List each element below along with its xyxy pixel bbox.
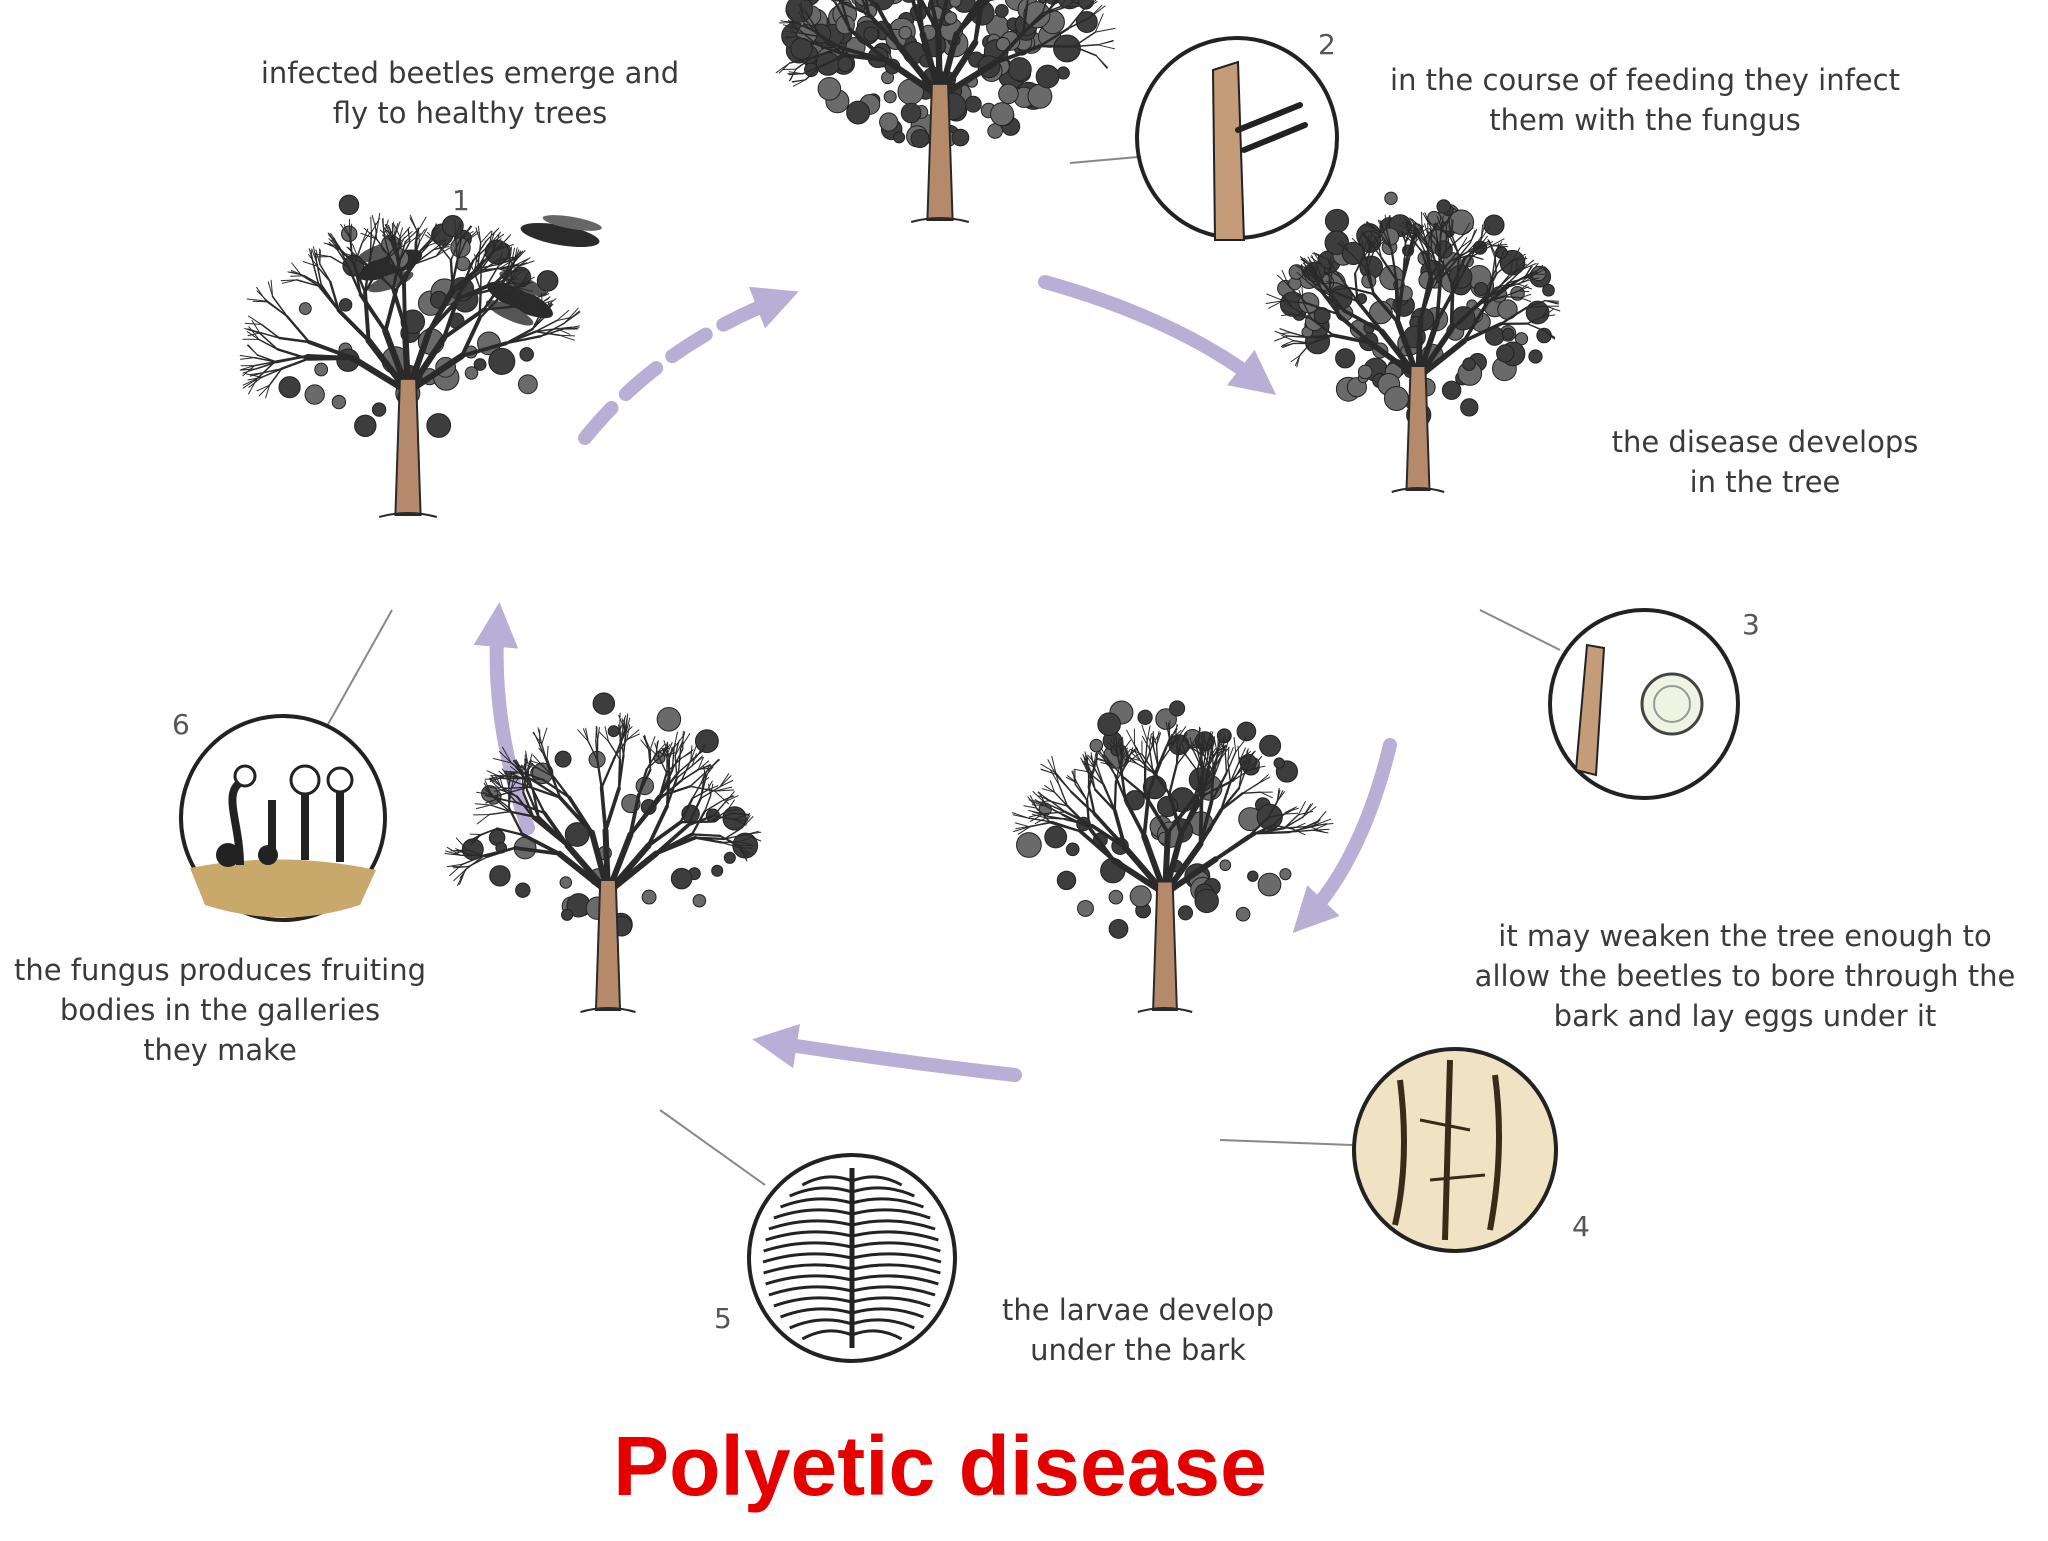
- tree-weakened: [1012, 701, 1333, 1012]
- stage-1-text: infected beetles emerge and fly to healt…: [230, 53, 710, 133]
- arrow-2-to-3: [1045, 282, 1262, 384]
- arrow-3-to-4: [1305, 745, 1390, 920]
- tree-larvae: [445, 693, 761, 1012]
- stage-2-text: in the course of feeding they infect the…: [1365, 60, 1925, 140]
- magnifier-branch-section: [1550, 610, 1738, 798]
- stage-5-text: the larvae develop under the bark: [958, 1290, 1318, 1370]
- stage-6-number: 6: [172, 708, 190, 741]
- stage-4-number: 4: [1572, 1210, 1590, 1243]
- diagram-caption: Polyetic disease: [0, 1418, 1880, 1515]
- stage-3-number: 3: [1742, 608, 1760, 641]
- magnifier-bark-galleries: [1354, 1049, 1556, 1251]
- magnifier-larval-galleries: [749, 1155, 955, 1361]
- tree-diseased: [1266, 192, 1560, 492]
- stage-2-number: 2: [1318, 28, 1336, 61]
- stage-4-text: it may weaken the tree enough to allow t…: [1455, 916, 2035, 1036]
- stage-6-text: the fungus produces fruiting bodies in t…: [0, 950, 440, 1070]
- magnifier-twig: [1137, 38, 1337, 240]
- arrow-4-to-5: [770, 1042, 1015, 1075]
- stage-5-number: 5: [714, 1302, 732, 1335]
- tree-healthy: [776, 0, 1115, 222]
- arrow-1-to-2-dashed: [585, 298, 782, 438]
- stage-3-text: the disease develops in the tree: [1565, 422, 1965, 502]
- tree-fruiting: [240, 195, 580, 517]
- magnifier-fruiting-bodies: [181, 716, 385, 920]
- beetle-icon: [519, 208, 603, 251]
- stage-1-number: 1: [452, 184, 470, 217]
- cycle-arrows: [497, 282, 1390, 1075]
